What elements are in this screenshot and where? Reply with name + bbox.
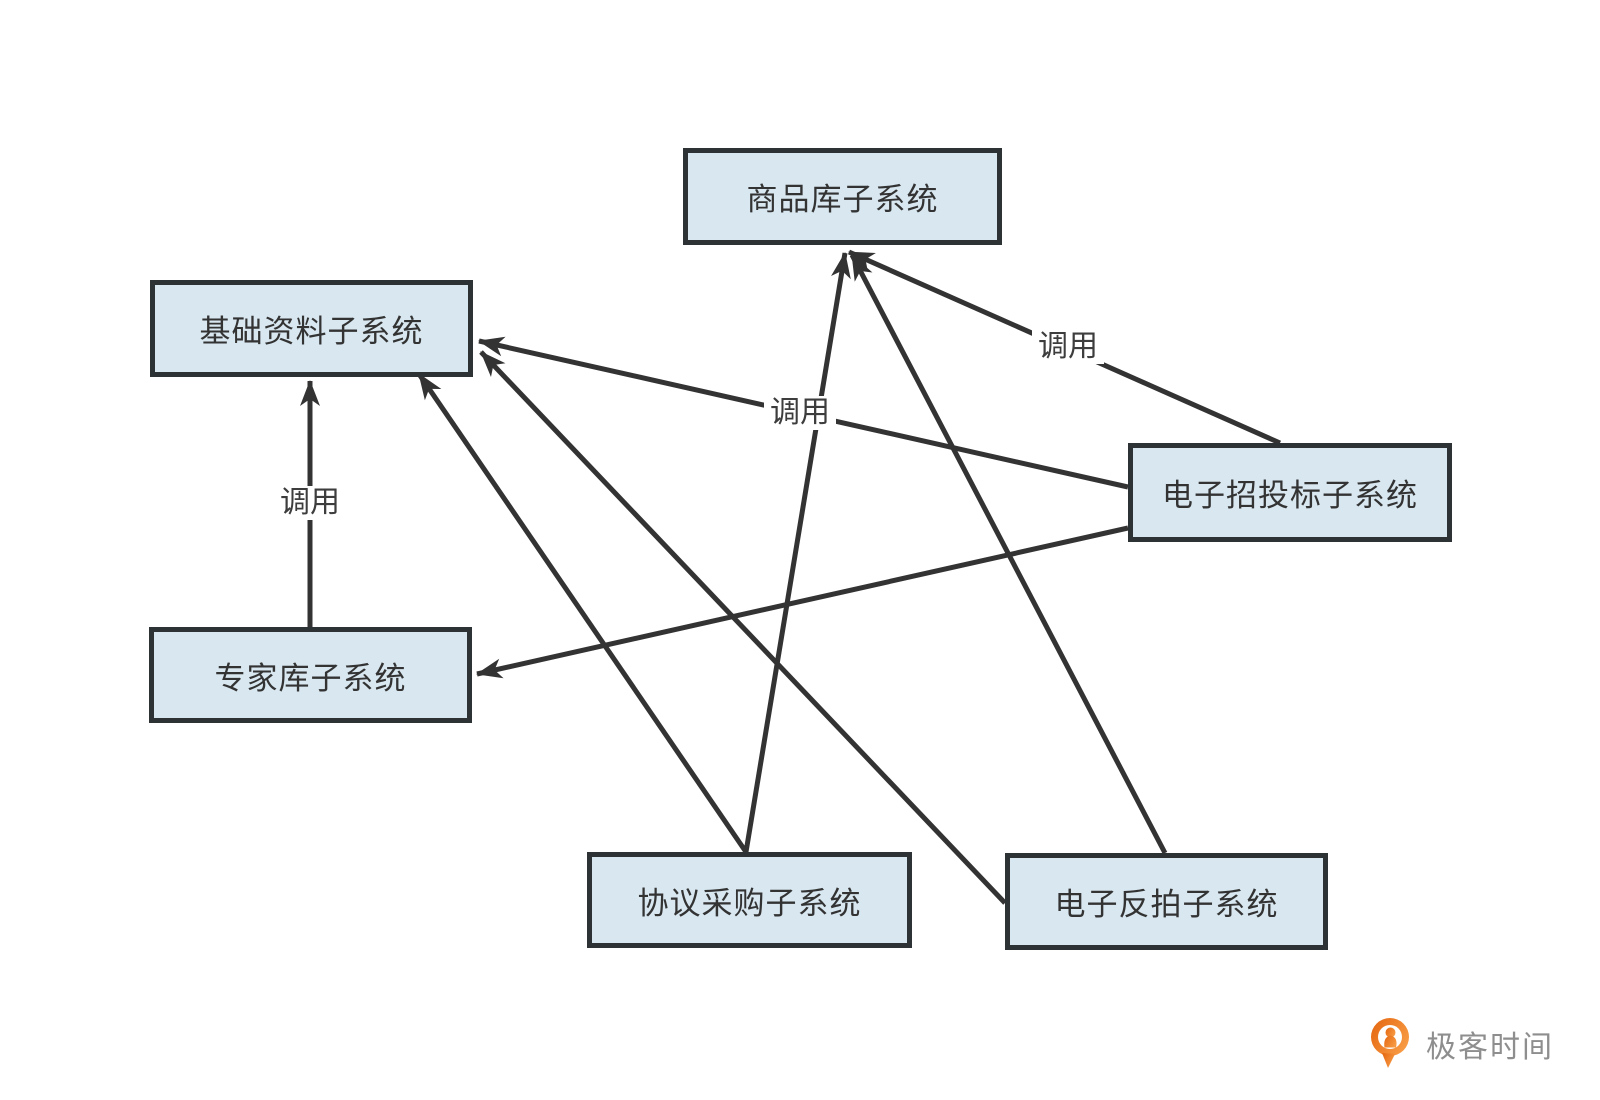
node-bidding-label: 电子招投标子系统 [1162,478,1418,513]
node-basic-label: 基础资料子系统 [199,314,424,349]
node-bidding: 电子招投标子系统 [1128,443,1452,542]
edge-agreement-to-product [743,252,851,853]
node-basic: 基础资料子系统 [150,280,473,377]
node-expert-label: 专家库子系统 [214,660,407,696]
edge-auction-to-basic [479,350,1007,905]
edge-label-bidding-basic: 调用 [764,396,836,430]
node-agreement: 协议采购子系统 [587,852,912,948]
edge-agreement-to-basic [416,372,749,854]
edge-label-bidding-product: 调用 [1032,330,1104,364]
node-product-label: 商品库子系统 [746,182,939,217]
node-auction-label: 电子反拍子系统 [1054,887,1279,922]
node-product: 商品库子系统 [683,148,1002,245]
node-agreement-label: 协议采购子系统 [637,885,862,921]
geektime-logo-icon [1371,1018,1409,1068]
geektime-logo-text: 极客时间 [1426,1031,1554,1064]
edge-label-expert-basic: 调用 [274,486,346,520]
geektime-logo: 极客时间 [1366,1016,1554,1072]
node-auction: 电子反拍子系统 [1005,853,1328,950]
edge-bidding-to-expert [476,525,1129,679]
node-expert: 专家库子系统 [149,627,472,723]
